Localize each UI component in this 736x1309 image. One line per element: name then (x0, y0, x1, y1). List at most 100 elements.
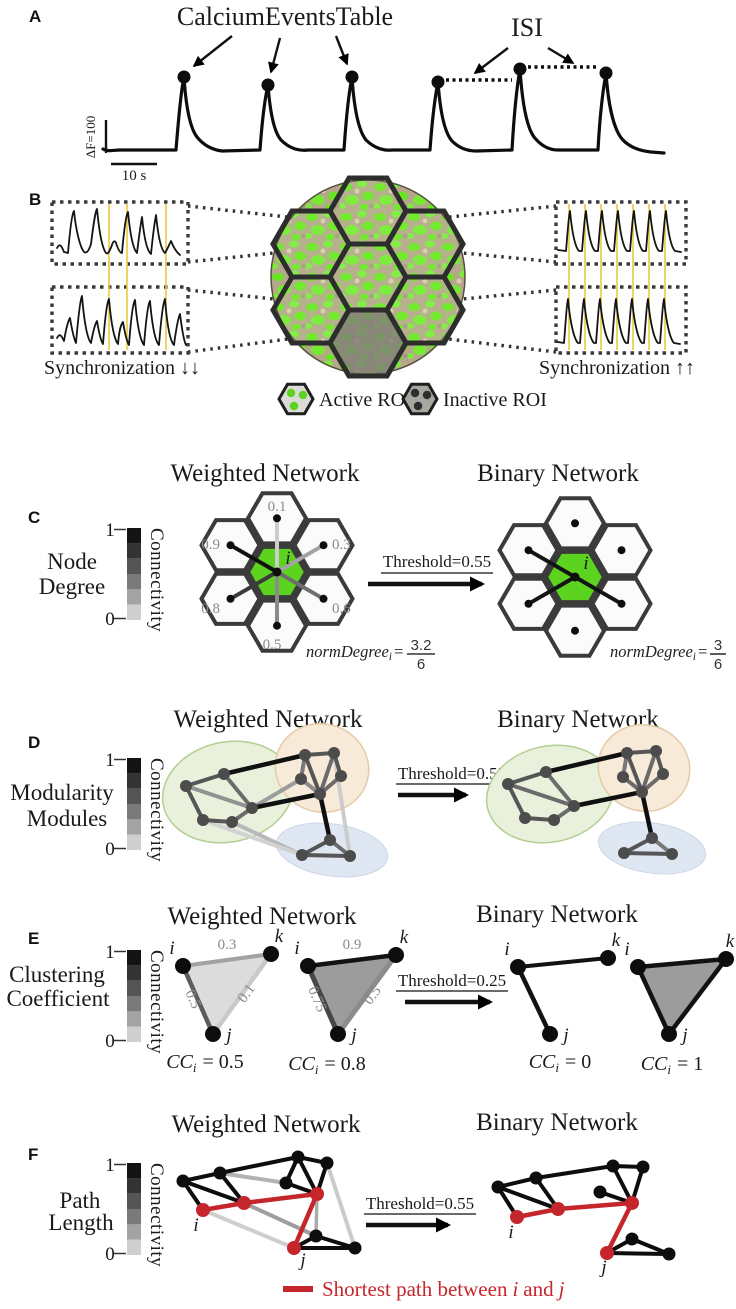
svg-text:k: k (400, 927, 409, 948)
weight-upper-right: 0.3 (332, 537, 351, 553)
binary-triangle-closed: i k j (624, 931, 734, 1046)
panel-f: F Weighted Network Binary Network Path L… (28, 1109, 676, 1301)
panel-e-letter: E (28, 929, 39, 948)
binary-network-title-e: Binary Network (476, 901, 638, 928)
trace-box-left-top (50, 200, 190, 266)
binary-edges (526, 548, 624, 606)
inactive-roi-hexagon (327, 307, 409, 379)
node-i-label-binary: i (583, 553, 588, 574)
metric-path: Path (60, 1188, 101, 1213)
roi-legend: Active ROI Inactive ROI (277, 382, 547, 416)
metric-length: Length (48, 1210, 114, 1235)
panel-e: E Weighted Network Binary Network Cluste… (6, 901, 734, 1077)
cc-value-3: CCi=0 (529, 1051, 592, 1075)
sync-marker-lines-left (108, 204, 167, 350)
module-orange-ellipse (274, 722, 370, 814)
annotation-arrows (192, 35, 575, 74)
metric-modules: Modules (27, 806, 108, 831)
trace-left-top (56, 208, 181, 256)
sync-marker-lines-right (568, 204, 666, 350)
isi-dotted-lines (446, 65, 599, 82)
svg-text:i: i (169, 938, 174, 959)
binary-hex-network: i (497, 496, 653, 658)
svg-text:j: j (560, 1025, 568, 1046)
weighted-module-network (161, 722, 389, 878)
panel-b-letter: B (29, 190, 41, 209)
svg-text:i: i (504, 939, 509, 960)
shortest-path-edges (200, 1191, 320, 1251)
node-i-label: i (285, 548, 290, 569)
node-i-weighted: i (193, 1215, 198, 1236)
norm-degree-formula-weighted: normDegreei= 3.2 6 (306, 637, 435, 673)
calcium-events-label: CalciumEventsTable (177, 2, 393, 31)
svg-text:k: k (726, 931, 735, 952)
threshold-e: Threshold=0.25 (396, 971, 508, 1010)
metric-node: Node (47, 549, 97, 574)
threshold-d: Threshold=0.55 (396, 764, 508, 803)
binary-network-title-c: Binary Network (477, 460, 639, 487)
panel-d: D Weighted Network Binary Network Modula… (10, 706, 707, 878)
threshold-label-f: Threshold=0.55 (366, 1194, 474, 1213)
svg-text:6: 6 (714, 656, 722, 673)
weighted-network-title-c: Weighted Network (171, 460, 360, 487)
svg-text:j: j (348, 1025, 356, 1046)
trace-left-bottom (56, 295, 187, 346)
node-dots-binary (524, 519, 626, 635)
threshold-label-d: Threshold=0.55 (398, 764, 506, 783)
panel-f-letter: F (28, 1145, 38, 1164)
cc-value-1: CCi=0.5 (166, 1051, 244, 1075)
svg-text:k: k (612, 930, 621, 951)
event-dots (177, 62, 613, 92)
weighted-hex-network: 0.1 0.9 0.3 0.8 0.6 0.5 i (199, 491, 355, 653)
sync-low-label: Synchronization ↓↓ (44, 357, 200, 379)
weighted-network-title-e: Weighted Network (168, 903, 357, 930)
svg-text:6: 6 (417, 656, 425, 673)
svg-text:normDegreei=: normDegreei= (610, 642, 708, 663)
binary-module-nodes (502, 745, 678, 860)
binary-network-title-f: Binary Network (476, 1109, 638, 1136)
trace-right-top (557, 210, 682, 253)
weighted-triangle-2: i k j 0.9 0.75 0.5 (294, 927, 408, 1046)
metric-clustering: Clustering (9, 962, 105, 987)
threshold-f: Threshold=0.55 (364, 1194, 476, 1233)
panel-c-letter: C (28, 508, 40, 527)
trace-right-bottom (557, 298, 681, 345)
isi-label: ISI (511, 13, 543, 42)
cc-value-2: CCi=0.8 (288, 1053, 366, 1077)
cc-value-4: CCi=1 (641, 1053, 704, 1077)
svg-text:k: k (275, 926, 284, 947)
binary-triangle-open: i k j (504, 930, 620, 1046)
calcium-trace (101, 67, 666, 155)
weight-lower-left: 0.8 (201, 601, 220, 617)
roi-hexagon-grid (270, 175, 466, 379)
threshold-label-e: Threshold=0.25 (398, 971, 506, 990)
binary-module-network (485, 723, 707, 875)
svg-text:j: j (679, 1025, 687, 1046)
svg-text:3.2: 3.2 (411, 637, 432, 654)
inactive-roi-label: Inactive ROI (443, 389, 547, 411)
weighted-edges (228, 516, 326, 628)
scale-horizontal-label: 10 s (122, 168, 147, 184)
active-roi-label: Active ROI (319, 389, 412, 411)
binary-path-nodes (491, 1159, 676, 1261)
panel-c: C Weighted Network Binary Network Node D… (28, 460, 726, 673)
binary-shortest-path-edges (516, 1200, 635, 1255)
metric-coefficient: Coefficient (6, 986, 110, 1011)
node-dots (226, 514, 328, 630)
binary-path-network: i j (491, 1159, 676, 1278)
svg-text:0.9: 0.9 (343, 937, 362, 953)
weight-bottom: 0.5 (263, 637, 282, 653)
svg-text:j: j (223, 1025, 231, 1046)
svg-text:0.3: 0.3 (218, 937, 237, 953)
norm-degree-formula-binary: normDegreei= 3 6 (610, 637, 726, 673)
weight-lower-right: 0.6 (332, 601, 351, 617)
weighted-triangle-1: i k j 0.3 0.5 0.1 (169, 926, 283, 1046)
svg-text:i: i (624, 939, 629, 960)
panel-a: A CalciumEventsTable ISI ΔF=100 10 s (29, 2, 666, 184)
svg-text:0.5: 0.5 (182, 988, 204, 1012)
panel-a-letter: A (29, 7, 41, 26)
svg-text:normDegreei=: normDegreei= (306, 642, 404, 663)
panel-b: B (29, 175, 695, 416)
